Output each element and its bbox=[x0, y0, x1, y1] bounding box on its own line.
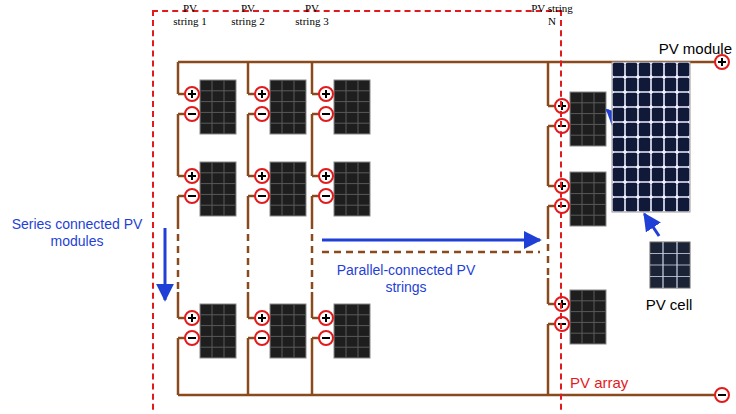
pv-array-region: PV array bbox=[152, 10, 562, 414]
plus-terminal bbox=[555, 179, 569, 193]
wire bbox=[177, 292, 180, 318]
minus-terminal bbox=[255, 189, 269, 203]
plus-terminal bbox=[185, 87, 199, 101]
wire bbox=[178, 394, 722, 397]
minus-terminal bbox=[185, 331, 199, 345]
wire bbox=[247, 62, 250, 94]
array-label: PV array bbox=[570, 374, 650, 391]
wire bbox=[322, 251, 540, 254]
wire bbox=[177, 338, 180, 395]
wire bbox=[247, 114, 250, 176]
minus-terminal bbox=[185, 189, 199, 203]
minus-terminal bbox=[255, 107, 269, 121]
plus-terminal bbox=[555, 297, 569, 311]
pv-panel bbox=[200, 304, 236, 358]
plus-terminal bbox=[255, 311, 269, 325]
pv-panel bbox=[570, 92, 606, 146]
pv-panel bbox=[334, 304, 370, 358]
wire bbox=[177, 196, 180, 222]
pv-panel bbox=[270, 304, 306, 358]
wire bbox=[177, 222, 180, 292]
pv-panel bbox=[334, 162, 370, 216]
cell-label: PV cell bbox=[626, 296, 712, 313]
pv-panel bbox=[570, 172, 606, 226]
wire bbox=[547, 126, 550, 186]
parallel-label: Parallel-connected PV strings bbox=[318, 262, 494, 296]
series-arrow bbox=[164, 228, 167, 300]
minus-terminal bbox=[555, 199, 569, 213]
pv-panel bbox=[200, 162, 236, 216]
wire bbox=[547, 324, 550, 395]
plus-terminal bbox=[319, 169, 333, 183]
wire bbox=[247, 222, 250, 292]
string-label: PV string 1 bbox=[170, 2, 210, 28]
pv-panel bbox=[200, 80, 236, 134]
module-label: PV module bbox=[656, 40, 732, 57]
pv-cell-box: PV cell bbox=[636, 236, 702, 318]
plus-terminal bbox=[319, 87, 333, 101]
pv-panel bbox=[270, 162, 306, 216]
wire bbox=[547, 232, 550, 278]
pv-cell-image bbox=[650, 242, 690, 288]
wire bbox=[547, 278, 550, 304]
series-label: Series connected PV modules bbox=[6, 216, 148, 250]
string-label: PV string 2 bbox=[228, 2, 268, 28]
wire bbox=[547, 206, 550, 232]
wire bbox=[247, 338, 250, 395]
minus-terminal bbox=[319, 107, 333, 121]
minus-terminal bbox=[319, 189, 333, 203]
plus-terminal bbox=[715, 55, 729, 69]
wire bbox=[247, 292, 250, 318]
wire bbox=[311, 114, 314, 176]
wire bbox=[311, 196, 314, 222]
wire bbox=[311, 338, 314, 395]
string-label: PV string 3 bbox=[292, 2, 332, 28]
parallel-arrow bbox=[322, 239, 540, 242]
plus-terminal bbox=[555, 99, 569, 113]
minus-terminal bbox=[319, 331, 333, 345]
plus-terminal bbox=[319, 311, 333, 325]
pv-panel bbox=[570, 290, 606, 344]
wire bbox=[177, 114, 180, 176]
pv-panel bbox=[270, 80, 306, 134]
plus-terminal bbox=[255, 87, 269, 101]
plus-terminal bbox=[185, 169, 199, 183]
minus-terminal bbox=[555, 317, 569, 331]
pv-module-box: PV module bbox=[606, 38, 734, 214]
wire bbox=[311, 222, 314, 292]
wire bbox=[311, 292, 314, 318]
minus-terminal bbox=[255, 331, 269, 345]
wire bbox=[547, 62, 550, 106]
minus-terminal bbox=[185, 107, 199, 121]
pv-panel bbox=[334, 80, 370, 134]
connector-arrow bbox=[644, 214, 659, 236]
plus-terminal bbox=[255, 169, 269, 183]
minus-terminal bbox=[715, 388, 729, 402]
wire bbox=[177, 62, 180, 94]
wire bbox=[247, 196, 250, 222]
plus-terminal bbox=[185, 311, 199, 325]
string-label: PV string N bbox=[530, 2, 574, 28]
pv-module-image bbox=[612, 62, 690, 212]
minus-terminal bbox=[555, 119, 569, 133]
wire bbox=[311, 62, 314, 94]
